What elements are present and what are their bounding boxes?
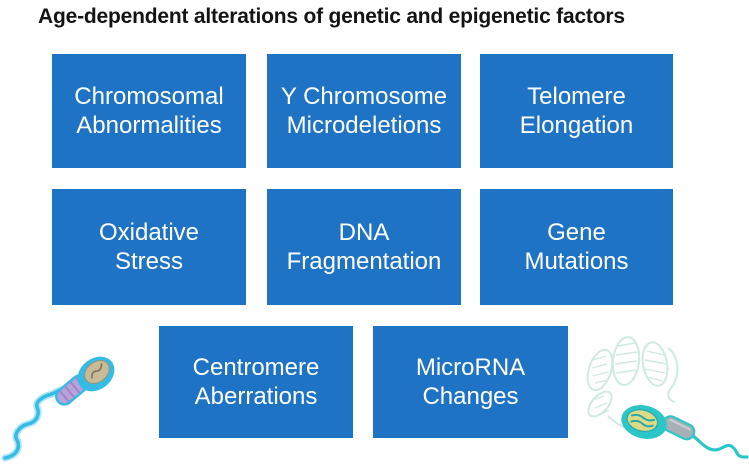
- box-label-line: Mutations: [524, 248, 629, 275]
- box-label-line: MicroRNA: [415, 354, 526, 381]
- sperm-cell-left-icon: [1, 356, 115, 462]
- box-label-line: Gene: [547, 219, 606, 246]
- figure-title: Age-dependent alterations of genetic and…: [38, 5, 625, 28]
- box-label-line: Abnormalities: [76, 112, 222, 139]
- factor-box-oxidative-stress: Oxidative Stress: [52, 189, 246, 305]
- sperm-head: [77, 356, 115, 392]
- box-label-line: Y Chromosome: [280, 83, 448, 110]
- factor-box-telomere-elongation: Telomere Elongation: [480, 54, 673, 168]
- box-label-line: Aberrations: [194, 383, 318, 410]
- factor-box-chromosomal-abnormalities: Chromosomal Abnormalities: [52, 54, 246, 168]
- box-label-line: DNA: [338, 219, 390, 246]
- box-label-line: Microdeletions: [286, 112, 442, 139]
- sperm-tail: [688, 432, 749, 459]
- sperm-head-squiggle: [630, 413, 656, 422]
- box-label-line: Oxidative: [98, 219, 200, 246]
- factor-box-y-chromosome-microdeletions: Y Chromosome Microdeletions: [267, 54, 461, 168]
- box-label-line: Telomere: [527, 83, 626, 110]
- sperm-head-squiggle: [630, 419, 654, 428]
- sperm-tail: [3, 388, 62, 460]
- box-label-line: Stress: [114, 248, 183, 275]
- box-label-line: Fragmentation: [286, 248, 442, 275]
- box-label-line: Changes: [422, 383, 519, 410]
- sperm-head: [621, 405, 667, 439]
- box-label-line: Elongation: [519, 112, 634, 139]
- factor-box-centromere-aberrations: Centromere Aberrations: [159, 326, 353, 438]
- dna-helix-icon: [586, 336, 679, 430]
- dna-and-sperm-right-illustration: [586, 336, 749, 459]
- factor-box-dna-fragmentation: DNA Fragmentation: [267, 189, 461, 305]
- box-label-line: Centromere: [192, 354, 320, 381]
- factor-box-microrna-changes: MicroRNA Changes: [373, 326, 568, 438]
- sperm-head-squiggle: [91, 363, 103, 379]
- factor-box-gene-mutations: Gene Mutations: [480, 189, 673, 305]
- sperm-cell-right-icon: [621, 405, 749, 459]
- box-label-line: Chromosomal: [74, 83, 224, 110]
